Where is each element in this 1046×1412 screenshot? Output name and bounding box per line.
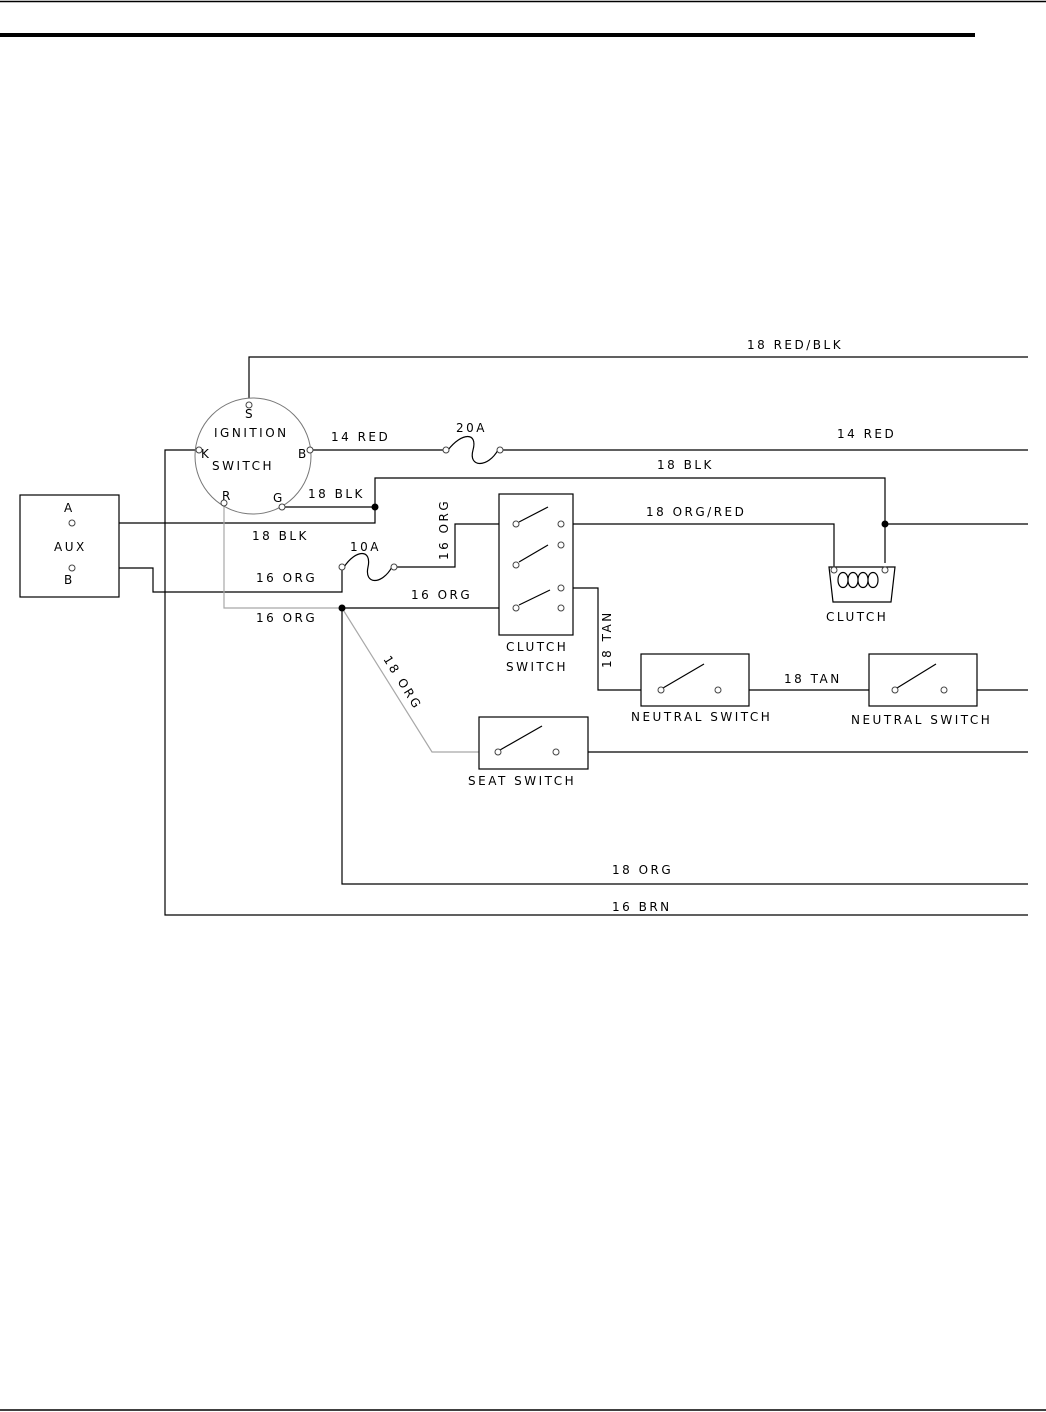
junction-dot-clutch bbox=[881, 520, 889, 528]
ign-pin-s bbox=[245, 401, 253, 409]
wire-16-org-to-clutch-switch bbox=[395, 523, 516, 568]
clutch-coil-symbol bbox=[837, 571, 879, 589]
aux-label: AUX bbox=[54, 540, 87, 554]
wire-label-18-org-bottom: 18 ORG bbox=[612, 863, 673, 877]
neutral-switch-1-pin bbox=[714, 686, 722, 694]
neutral-switch-2-label: NEUTRAL SWITCH bbox=[851, 713, 992, 727]
neutral-switch-1-contact bbox=[662, 663, 705, 689]
aux-pin-a bbox=[68, 519, 76, 527]
seat-switch-contact bbox=[499, 725, 543, 751]
wire-label-18-blk-ign: 18 BLK bbox=[308, 487, 365, 501]
ign-pin-r bbox=[220, 499, 228, 507]
wire-18-blk-top bbox=[374, 477, 886, 563]
clutch-body bbox=[828, 566, 896, 603]
wire-label-18-blk-top: 18 BLK bbox=[657, 458, 714, 472]
junction-dot-blk bbox=[371, 503, 379, 511]
ign-pin-g-label: G bbox=[273, 491, 285, 505]
aux-box bbox=[19, 494, 120, 598]
fuse-10a-pin-right bbox=[390, 563, 398, 571]
wire-16-brn bbox=[164, 449, 1028, 916]
ign-pin-s-label: S bbox=[245, 407, 255, 421]
wire-label-18-org-diag: 18 ORG bbox=[380, 653, 424, 712]
ign-pin-k bbox=[195, 446, 203, 454]
wire-label-16-org-clutch: 16 ORG bbox=[411, 588, 472, 602]
wire-label-16-brn: 16 BRN bbox=[612, 900, 672, 914]
wire-aux-b bbox=[72, 567, 343, 593]
wire-label-16-org-fuse: 16 ORG bbox=[256, 571, 317, 585]
fuse-10a-symbol bbox=[343, 552, 393, 582]
wire-18-org-diag bbox=[341, 607, 487, 753]
clutch-switch-pin bbox=[557, 520, 565, 528]
ign-pin-k-label: K bbox=[201, 447, 211, 461]
ign-pin-g bbox=[278, 503, 286, 511]
fuse-10a-pin-left bbox=[338, 563, 346, 571]
clutch-switch-contact-2 bbox=[518, 544, 549, 563]
wire-label-18-tan-vertical: 18 TAN bbox=[600, 610, 614, 668]
neutral-switch-2-pin bbox=[891, 686, 899, 694]
fuse-20a-symbol bbox=[447, 435, 499, 465]
wire-label-16-org-vertical: 16 ORG bbox=[437, 499, 451, 560]
ignition-switch-body bbox=[194, 397, 312, 515]
clutch-switch-contact-1 bbox=[518, 506, 549, 523]
wire-label-14-red-right: 14 RED bbox=[837, 427, 896, 441]
wire-18-tan-vertical bbox=[561, 587, 661, 691]
wire-18-red-blk bbox=[248, 356, 1028, 405]
wire-label-18-tan-between: 18 TAN bbox=[784, 672, 842, 686]
neutral-switch-1-pin bbox=[657, 686, 665, 694]
seat-switch-label: SEAT SWITCH bbox=[468, 774, 576, 788]
fuse-10a-label: 10A bbox=[350, 540, 381, 554]
seat-switch-pin bbox=[494, 748, 502, 756]
clutch-switch-pin bbox=[557, 541, 565, 549]
wire-label-18-red-blk: 18 RED/BLK bbox=[747, 338, 843, 352]
ign-pin-b-label: B bbox=[298, 447, 309, 461]
clutch-switch-label-2: SWITCH bbox=[506, 660, 568, 674]
wire-label-14-red-left: 14 RED bbox=[331, 430, 390, 444]
clutch-switch-pin bbox=[557, 584, 565, 592]
neutral-switch-2-contact bbox=[896, 663, 937, 689]
wire-18-blk-aux bbox=[72, 507, 376, 524]
clutch-switch-contact-3 bbox=[518, 589, 551, 606]
seat-switch-pin bbox=[552, 748, 560, 756]
fuse-20a-label: 20A bbox=[456, 421, 487, 435]
wire-label-18-org-red: 18 ORG/RED bbox=[646, 505, 746, 519]
clutch-switch-pin bbox=[512, 604, 520, 612]
ign-pin-b bbox=[306, 446, 314, 454]
wire-16-org-gray bbox=[223, 503, 342, 609]
wire-label-16-org-gray: 16 ORG bbox=[256, 611, 317, 625]
ign-pin-r-label: R bbox=[222, 489, 233, 503]
clutch-label: CLUTCH bbox=[826, 610, 888, 624]
clutch-pin-right bbox=[881, 566, 889, 574]
neutral-switch-2-box bbox=[868, 653, 978, 707]
wire-18-org-red bbox=[561, 523, 835, 567]
fuse-20a-pin-right bbox=[496, 446, 504, 454]
fuse-20a-pin-left bbox=[442, 446, 450, 454]
aux-pin-b-label: B bbox=[64, 573, 75, 587]
aux-pin-a-label: A bbox=[64, 501, 75, 515]
neutral-switch-2-pin bbox=[940, 686, 948, 694]
clutch-switch-pin bbox=[557, 604, 565, 612]
clutch-switch-pin bbox=[512, 561, 520, 569]
ignition-label-2: SWITCH bbox=[212, 459, 274, 473]
wire-label-18-blk-aux: 18 BLK bbox=[252, 529, 309, 543]
ignition-label-1: IGNITION bbox=[214, 426, 289, 440]
wire-18-org-bottom bbox=[341, 608, 1028, 885]
seat-switch-box bbox=[478, 716, 589, 770]
clutch-pin-left bbox=[830, 566, 838, 574]
clutch-switch-pin bbox=[512, 520, 520, 528]
aux-pin-b bbox=[68, 564, 76, 572]
clutch-switch-box bbox=[498, 493, 574, 636]
clutch-switch-label-1: CLUTCH bbox=[506, 640, 568, 654]
neutral-switch-1-label: NEUTRAL SWITCH bbox=[631, 710, 772, 724]
neutral-switch-1-box bbox=[640, 653, 750, 707]
junction-dot-org bbox=[338, 604, 346, 612]
